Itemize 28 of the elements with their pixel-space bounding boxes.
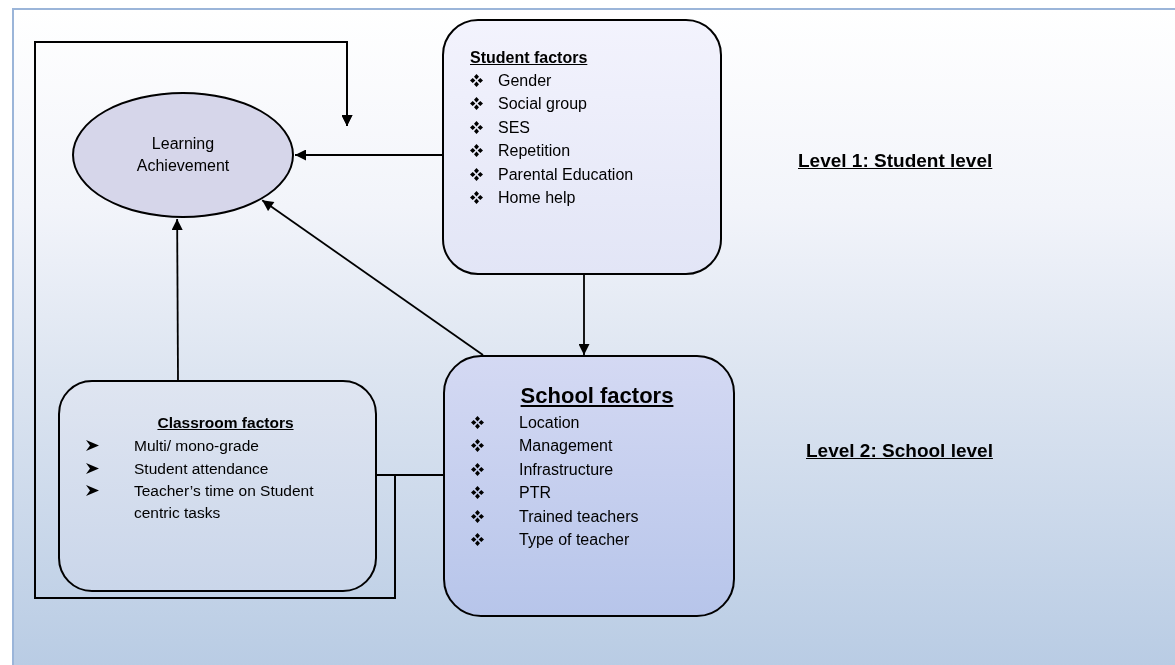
list-item: PTR	[519, 483, 551, 504]
list-item: Management	[519, 436, 613, 457]
node-text: Learning Achievement	[135, 134, 231, 176]
arrow	[578, 274, 590, 356]
box-heading: Classroom factors	[156, 414, 295, 432]
arrow	[294, 149, 443, 161]
list-item: Home help	[498, 187, 576, 208]
list-item: Type of teacher	[519, 529, 630, 550]
list-item: Location	[519, 413, 580, 433]
level-label: Level 1: Student level	[798, 150, 993, 172]
list-item: Gender	[498, 71, 552, 91]
factor-box	[58, 380, 377, 592]
list-item: Teacher’s time on Student centric tasks	[134, 481, 315, 524]
list-item: Trained teachers	[519, 506, 639, 527]
box-heading: Student factors	[470, 49, 589, 67]
list-item: Infrastructure	[519, 459, 614, 480]
factor-box	[443, 355, 735, 617]
list-item: Multi/ mono-grade	[134, 436, 259, 456]
factor-box	[442, 19, 722, 275]
list-item: SES	[498, 117, 530, 138]
list-item: Social group	[498, 94, 587, 115]
list-item: Parental Education	[498, 164, 634, 185]
level-label: Level 2: School level	[806, 440, 993, 462]
arrow	[261, 199, 484, 356]
arrow	[171, 218, 183, 381]
box-heading: School factors	[519, 383, 675, 409]
list-item: Student attendance	[134, 458, 269, 479]
list-item: Repetition	[498, 141, 571, 162]
